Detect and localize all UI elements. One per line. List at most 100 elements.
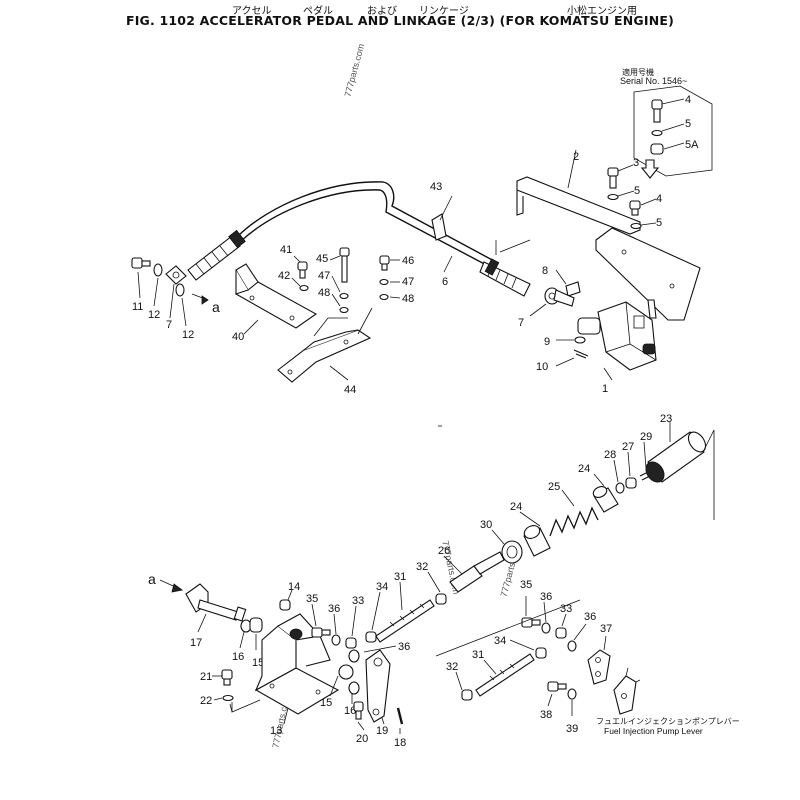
washer-part-47-left xyxy=(339,292,349,300)
nut-part-5A xyxy=(650,143,664,155)
washer-part-36-lever xyxy=(348,649,360,663)
callout-30: 30 xyxy=(480,519,492,531)
washer-part-5-lower xyxy=(630,222,642,230)
callout-48b: 48 xyxy=(402,293,414,305)
figure-title: FIG. 1102 ACCELERATOR PEDAL AND LINKAGE … xyxy=(125,13,675,28)
washer-part-42 xyxy=(299,284,309,292)
bolt-part-4-lower xyxy=(629,200,641,216)
jp-title-word-3: および xyxy=(367,6,397,17)
bushing-part-15-right xyxy=(338,664,354,680)
bushing-part-15-left xyxy=(249,617,263,633)
bolt-part-46 xyxy=(379,255,390,271)
bolt-part-20 xyxy=(353,701,364,720)
callout-45: 45 xyxy=(316,253,328,265)
callout-37: 37 xyxy=(600,623,612,635)
lever-part-37 xyxy=(587,649,611,685)
washer-part-47-right xyxy=(379,278,389,286)
callout-34a: 34 xyxy=(376,581,388,593)
callout-16a: 16 xyxy=(232,651,244,663)
callout-18: 18 xyxy=(394,737,406,749)
japanese-title: アクセル ペダル および リンケージ 小松エンジン用 xyxy=(0,0,800,17)
callout-8: 8 xyxy=(542,265,548,277)
washer-part-16-right xyxy=(348,681,360,695)
nut-part-14 xyxy=(279,599,291,611)
washer-part-22 xyxy=(222,694,234,702)
callout-33a: 33 xyxy=(352,595,364,607)
bolt-part-35-left xyxy=(311,627,331,638)
callout-7b: 7 xyxy=(518,317,524,329)
callout-28: 28 xyxy=(604,449,616,461)
callout-15a: 15 xyxy=(252,657,264,669)
cable-end-right xyxy=(479,258,531,297)
bracket-part-13 xyxy=(254,613,340,715)
callout-46: 46 xyxy=(402,255,414,267)
callout-12b: 12 xyxy=(182,329,194,341)
clevis-part-7-left xyxy=(165,265,187,285)
callout-7a: 7 xyxy=(166,319,172,331)
callout-39: 39 xyxy=(566,723,578,735)
callout-21: 21 xyxy=(200,671,212,683)
callout-2: 2 xyxy=(573,151,579,163)
washer-part-12-left xyxy=(153,263,163,277)
jp-title-word-1: アクセル xyxy=(232,6,272,17)
nut-part-32-right xyxy=(461,689,473,701)
washer-part-12-right xyxy=(175,283,185,297)
pump-lever-label: Fuel Injection Pump Lever xyxy=(604,726,703,736)
clevis-part-7-right xyxy=(544,287,575,307)
callout-43: 43 xyxy=(430,181,442,193)
nut-part-32-left xyxy=(435,593,447,605)
callout-a2: a xyxy=(148,571,156,587)
callout-9: 9 xyxy=(544,336,550,348)
callout-11: 11 xyxy=(132,301,143,313)
bracket-part-2 xyxy=(516,176,641,235)
callout-35b: 35 xyxy=(520,579,532,591)
fuel-injection-pump-lever xyxy=(613,667,641,715)
callout-12a: 12 xyxy=(148,309,160,321)
washer-part-28 xyxy=(615,482,625,494)
callout-36b: 36 xyxy=(398,641,410,653)
callout-1: 1 xyxy=(602,383,608,395)
bolt-part-45 xyxy=(339,247,350,283)
washer-part-48-right xyxy=(379,293,389,301)
callout-6: 6 xyxy=(442,276,448,288)
callout-17: 17 xyxy=(190,637,202,649)
callout-31a: 31 xyxy=(394,571,406,583)
pump-lever-jp: フュエルインジェクションポンプレバー xyxy=(596,717,740,726)
nut-part-34-left xyxy=(365,631,377,643)
callout-33b: 33 xyxy=(560,603,572,615)
callout-34b: 34 xyxy=(494,635,506,647)
callout-10: 10 xyxy=(536,361,548,373)
callout-36c: 36 xyxy=(540,591,552,603)
bolt-part-4-top xyxy=(651,99,663,123)
spring-seat-part-24-lower xyxy=(523,525,551,557)
callout-23: 23 xyxy=(660,413,672,425)
serial-box-outline xyxy=(633,85,713,177)
callout-24: 24 xyxy=(510,501,522,513)
callout-5b: 5 xyxy=(634,185,640,197)
valve-body-part-1 xyxy=(577,301,657,371)
bolt-part-3 xyxy=(607,167,619,189)
callout-4b: 4 xyxy=(656,193,662,205)
jp-title-word-4: リンケージ xyxy=(419,6,469,17)
washer-part-36-left xyxy=(331,634,341,646)
callout-31b: 31 xyxy=(472,649,484,661)
callout-5c: 5 xyxy=(656,217,662,229)
callout-32a: 32 xyxy=(416,561,428,573)
shaft-part-17 xyxy=(185,583,247,622)
cable-sheath xyxy=(237,181,497,263)
nut-part-33-left xyxy=(345,637,357,649)
washer-part-48-left xyxy=(339,306,349,314)
bolt-part-38 xyxy=(547,681,567,692)
washer-part-36-right xyxy=(541,622,551,634)
washer-part-5 xyxy=(607,193,619,201)
callout-40: 40 xyxy=(232,331,244,343)
jp-title-word-5: 小松エンジン用 xyxy=(567,6,637,17)
callout-a1: a xyxy=(212,299,220,315)
nut-part-27 xyxy=(625,477,637,489)
bolt-part-21 xyxy=(221,669,233,686)
callout-5A: 5A xyxy=(685,139,699,151)
callout-19: 19 xyxy=(376,725,388,737)
nut-part-33-right xyxy=(555,627,567,639)
